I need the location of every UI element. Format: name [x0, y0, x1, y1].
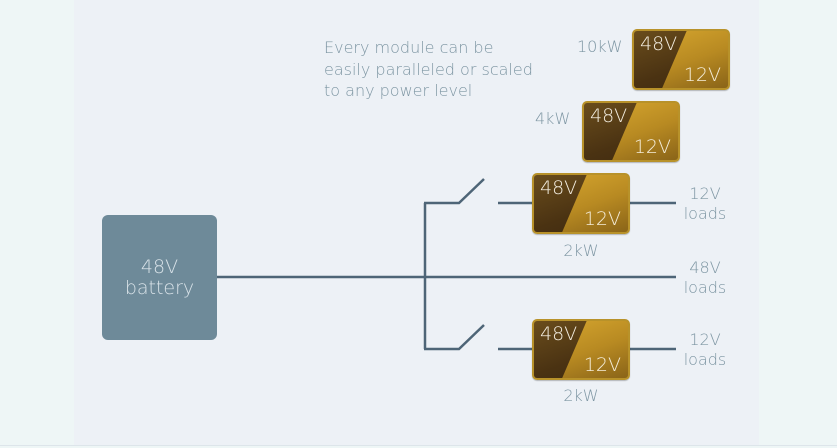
- caption-line: Every module can be: [324, 38, 494, 57]
- load-voltage: 12V: [689, 330, 721, 349]
- converter-module-4kw: 48V 12V: [582, 101, 680, 162]
- load-text: loads: [683, 278, 727, 297]
- upper-switch-arm: [424, 178, 485, 205]
- battery-voltage: 48V: [140, 255, 179, 278]
- module-power-label: 2kW: [563, 386, 599, 405]
- load-text: loads: [683, 350, 727, 369]
- module-output-voltage: 12V: [633, 136, 671, 158]
- module-input-voltage: 48V: [640, 33, 678, 55]
- module-power-label: 10kW: [577, 37, 623, 56]
- load-voltage: 48V: [689, 258, 721, 277]
- caption-text: Every module can be easily paralleled or…: [324, 37, 544, 102]
- module-power-label: 2kW: [563, 241, 599, 260]
- module-input-voltage: 48V: [590, 105, 628, 127]
- load-label-48v: 48V loads: [680, 258, 730, 298]
- load-voltage: 12V: [689, 184, 721, 203]
- caption-line: to any power level: [324, 81, 473, 100]
- battery-block: 48V battery: [102, 215, 217, 340]
- module-output-voltage: 12V: [583, 208, 621, 230]
- module-input-voltage: 48V: [540, 177, 578, 199]
- battery-label: battery: [124, 276, 195, 299]
- load-text: loads: [683, 204, 727, 223]
- caption-line: easily paralleled or scaled: [324, 59, 533, 79]
- converter-module-10kw: 48V 12V: [632, 29, 730, 90]
- converter-module-2kw-upper: 48V 12V: [532, 173, 630, 234]
- module-output-voltage: 12V: [683, 64, 721, 86]
- module-input-voltage: 48V: [540, 323, 578, 345]
- converter-module-2kw-lower: 48V 12V: [532, 319, 630, 380]
- bottom-divider: [0, 445, 837, 446]
- lower-switch-arm: [424, 324, 485, 351]
- load-label-12v-upper: 12V loads: [680, 184, 730, 224]
- module-output-voltage: 12V: [583, 354, 621, 376]
- module-power-label: 4kW: [535, 109, 571, 128]
- load-label-12v-lower: 12V loads: [680, 330, 730, 370]
